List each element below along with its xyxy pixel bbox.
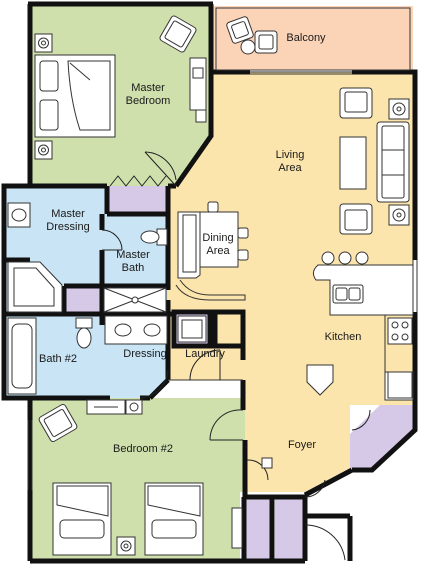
kitchen-island xyxy=(306,364,334,396)
room-label-line: Bath #2 xyxy=(39,353,77,365)
label-balcony: Balcony xyxy=(286,32,326,44)
foyer-shelf xyxy=(261,457,273,469)
label-bedroom-2: Bedroom #2 xyxy=(113,443,173,455)
dresser xyxy=(189,57,207,111)
furniture xyxy=(7,15,414,556)
label-laundry: Laundry xyxy=(185,348,225,360)
desk xyxy=(231,507,243,549)
balcony-table xyxy=(240,39,256,55)
room-label-line: Dressing xyxy=(46,221,89,233)
closet-entry-right xyxy=(275,497,303,559)
closet-master xyxy=(107,186,168,214)
closet-foyer-corner xyxy=(350,405,413,468)
bar-stool xyxy=(338,251,352,265)
label-bath-2: Bath #2 xyxy=(39,353,77,365)
label-kitchen: Kitchen xyxy=(325,331,362,343)
room-label-line: Kitchen xyxy=(325,331,362,343)
room-label-line: Master xyxy=(51,208,85,220)
twin-bed xyxy=(52,482,112,556)
room-label-line: Bedroom xyxy=(126,95,171,107)
room-label-line: Laundry xyxy=(185,348,225,360)
room-label-line: Balcony xyxy=(286,32,326,44)
closet-bath xyxy=(66,286,102,314)
dining-booth xyxy=(177,211,201,279)
twin-bed xyxy=(144,482,204,556)
refrigerator xyxy=(387,371,413,399)
room-label-line: Bedroom #2 xyxy=(113,443,173,455)
room-label-line: Dressing xyxy=(123,348,166,360)
room-label-line: Area xyxy=(206,245,230,257)
label-dressing: Dressing xyxy=(123,348,166,360)
room-label-line: Living xyxy=(276,149,305,161)
toilet xyxy=(75,317,93,329)
room-label-line: Master xyxy=(131,82,165,94)
stove xyxy=(387,317,413,345)
room-label-line: Foyer xyxy=(288,439,316,451)
coffee-table xyxy=(339,136,367,190)
room-label-line: Bath xyxy=(122,262,145,274)
dining-table xyxy=(199,211,239,268)
closet-entry-left xyxy=(244,497,272,559)
master-bedroom-area xyxy=(30,6,211,186)
label-foyer: Foyer xyxy=(288,439,316,451)
room-label-line: Area xyxy=(278,162,302,174)
bar-stool xyxy=(355,251,369,265)
room-label-line: Dining xyxy=(202,232,233,244)
corner-tub xyxy=(7,261,63,313)
bar-stool xyxy=(321,251,335,265)
room-label-line: Master xyxy=(116,249,150,261)
